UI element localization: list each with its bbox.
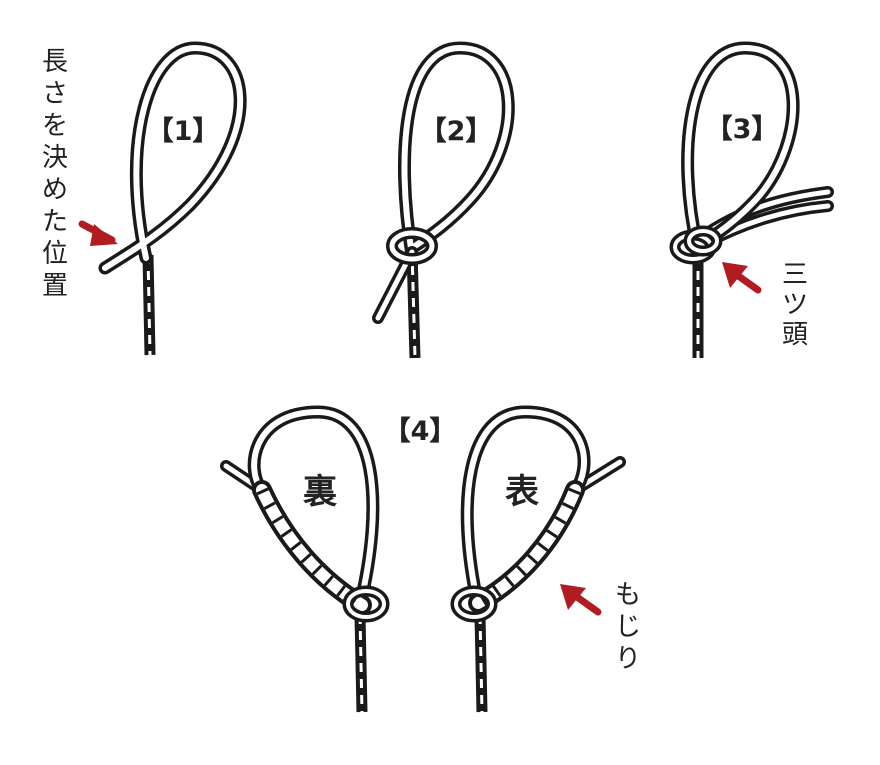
annotation-char: め	[42, 175, 68, 205]
step-4-label: 【4】	[384, 416, 457, 447]
mitsugashira-annotation: 三 ツ 頭	[782, 260, 808, 350]
annotation-char: 長	[42, 47, 68, 77]
mojiri-annotation: も じ り	[615, 580, 641, 674]
back-side-label: 裏	[303, 472, 338, 512]
front-side-label: 表	[505, 472, 539, 512]
annotation-char: た	[42, 207, 68, 237]
annotation-char: 三	[782, 260, 808, 290]
step-2-label: 【2】	[420, 116, 493, 147]
annotation-char: 置	[42, 271, 68, 301]
annotation-char: じ	[615, 612, 641, 642]
step-4-front-figure	[450, 405, 626, 713]
mojiri-arrow	[560, 584, 602, 616]
step-2-figure	[372, 41, 515, 359]
annotation-char: 位	[42, 239, 68, 269]
annotation-char: を	[42, 111, 68, 141]
length-position-arrow	[78, 220, 118, 246]
annotation-char: も	[615, 580, 641, 610]
annotation-char: ツ	[782, 290, 808, 320]
annotation-char: り	[615, 644, 641, 674]
step-3-label: 【3】	[706, 114, 779, 145]
mitsugashira-arrow	[722, 262, 762, 294]
step-4-back-figure	[220, 405, 390, 713]
annotation-char: 決	[42, 143, 68, 173]
step-1-label: 【1】	[147, 116, 220, 147]
annotation-char: さ	[42, 79, 68, 109]
annotation-char: 頭	[782, 320, 808, 350]
length-position-annotation: 長 さ を 決 め た 位 置	[42, 47, 68, 301]
step-3-figure	[669, 41, 834, 358]
step-1-figure	[98, 41, 247, 356]
